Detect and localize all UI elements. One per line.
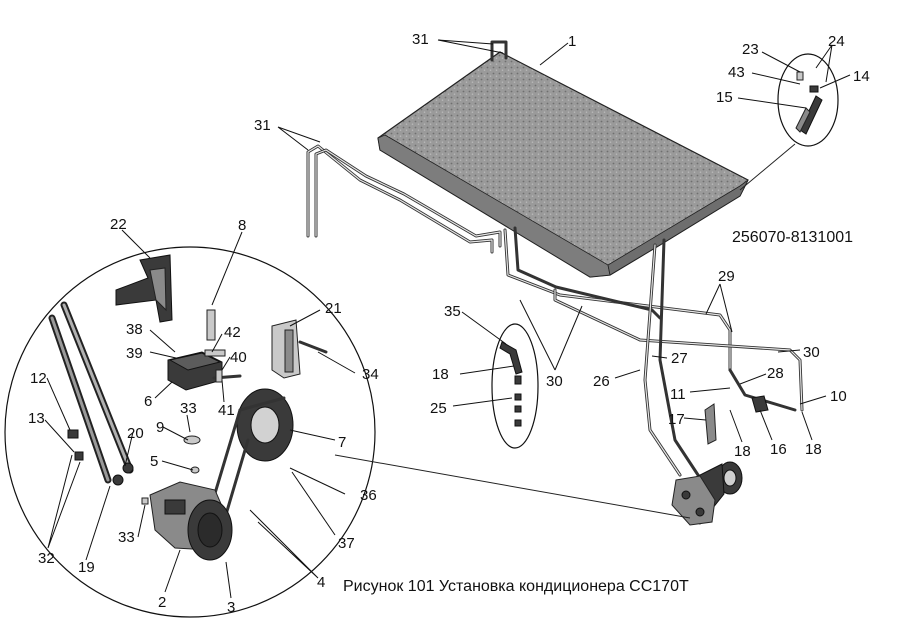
callout-18: 18 (432, 366, 449, 383)
callout-labels: 31 1 23 24 43 14 15 31 22 8 21 38 42 39 … (28, 31, 870, 616)
compressor-installed-view (671, 461, 743, 526)
callout-24: 24 (828, 33, 845, 50)
engine-detail-circle (4, 246, 691, 618)
callout-26: 26 (593, 373, 610, 390)
callout-32: 32 (38, 550, 55, 567)
callout-41: 41 (218, 402, 235, 419)
callout-9: 9 (156, 419, 164, 436)
callout-34: 34 (362, 366, 379, 383)
callout-40: 40 (230, 349, 247, 366)
callout-2: 2 (158, 594, 166, 611)
callout-22: 22 (110, 216, 127, 233)
callout-38: 38 (126, 321, 143, 338)
callout-31: 31 (254, 117, 271, 134)
callout-36: 36 (360, 487, 377, 504)
callout-29: 29 (718, 268, 735, 285)
callout-19: 19 (78, 559, 95, 576)
callout-27: 27 (671, 350, 688, 367)
callout-14: 14 (853, 68, 870, 85)
callout-15: 15 (716, 89, 733, 106)
callout-11: 11 (670, 386, 686, 403)
callout-31: 31 (412, 31, 429, 48)
callout-8: 8 (238, 217, 246, 234)
callout-23: 23 (742, 41, 759, 58)
callout-33: 33 (180, 400, 197, 417)
callout-20: 20 (127, 425, 144, 442)
callout-6: 6 (144, 393, 152, 410)
callout-1: 1 (568, 33, 576, 50)
fitting-detail-inset (739, 53, 839, 191)
callout-33: 33 (118, 529, 135, 546)
callout-25: 25 (430, 400, 447, 417)
hose-fitting-inset (491, 323, 539, 449)
callout-10: 10 (830, 388, 847, 405)
callout-18: 18 (734, 443, 751, 460)
ac-unit-roof-module (377, 51, 749, 278)
leader-lines (44, 39, 851, 599)
callout-12: 12 (30, 370, 47, 387)
callout-42: 42 (224, 324, 241, 341)
callout-35: 35 (444, 303, 461, 320)
callout-3: 3 (227, 599, 235, 616)
callout-30: 30 (803, 344, 820, 361)
drawing-part-number: 256070-8131001 (732, 229, 853, 246)
callout-21: 21 (325, 300, 342, 317)
refrigerant-lines (503, 226, 804, 480)
figure-caption: Рисунок 101 Установка кондиционера СС170… (343, 578, 689, 595)
callout-17: 17 (668, 411, 685, 428)
callout-43: 43 (728, 64, 745, 81)
callout-13: 13 (28, 410, 45, 427)
callout-30: 30 (546, 373, 563, 390)
callout-28: 28 (767, 365, 784, 382)
callout-39: 39 (126, 345, 143, 362)
callout-37: 37 (338, 535, 355, 552)
callout-4: 4 (317, 574, 325, 591)
line-clamps (704, 395, 769, 445)
callout-18: 18 (805, 441, 822, 458)
callout-5: 5 (150, 453, 158, 470)
callout-7: 7 (338, 434, 346, 451)
callout-16: 16 (770, 441, 787, 458)
roof-pipe-bundle (306, 40, 508, 254)
